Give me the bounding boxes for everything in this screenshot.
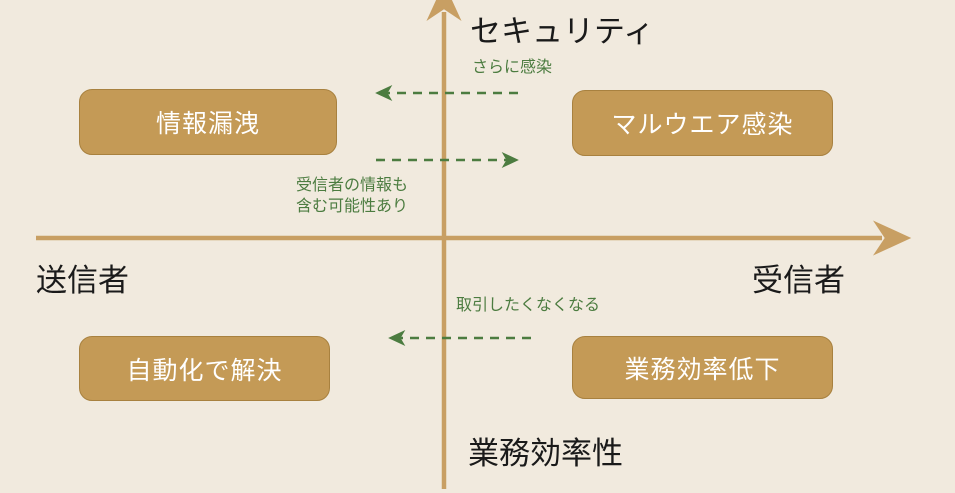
quadrant-box-malware[interactable]: マルウエア感染 xyxy=(572,90,833,156)
annotation-torihiki: 取引したくなくなる xyxy=(456,297,601,314)
quadrant-box-label: 業務効率低下 xyxy=(624,355,781,384)
quadrant-box-label: マルウエア感染 xyxy=(611,111,794,139)
annotation-jushinsha-joho: 受信者の情報も 含む可能性あり xyxy=(296,175,408,217)
annotation-sarani-kansen: さらに感染 xyxy=(472,59,553,76)
vertical-axis-top-label: セキュリティ xyxy=(470,14,655,49)
vertical-axis-bottom-label: 業務効率性 xyxy=(468,436,623,471)
horizontal-axis-right-label: 受信者 xyxy=(752,263,845,298)
quadrant-box-label: 情報漏洩 xyxy=(155,110,260,138)
quadrant-box-label: 自動化で解決 xyxy=(126,356,283,385)
quadrant-box-jidouka[interactable]: 自動化で解決 xyxy=(79,336,330,401)
annotation-line-2: 含む可能性あり xyxy=(296,198,409,215)
quadrant-box-joho-roei[interactable]: 情報漏洩 xyxy=(79,89,337,155)
horizontal-axis-left-label: 送信者 xyxy=(36,263,129,298)
quadrant-box-gyoumu-teika[interactable]: 業務効率低下 xyxy=(572,336,833,399)
annotation-line-1: 受信者の情報も xyxy=(296,177,409,194)
